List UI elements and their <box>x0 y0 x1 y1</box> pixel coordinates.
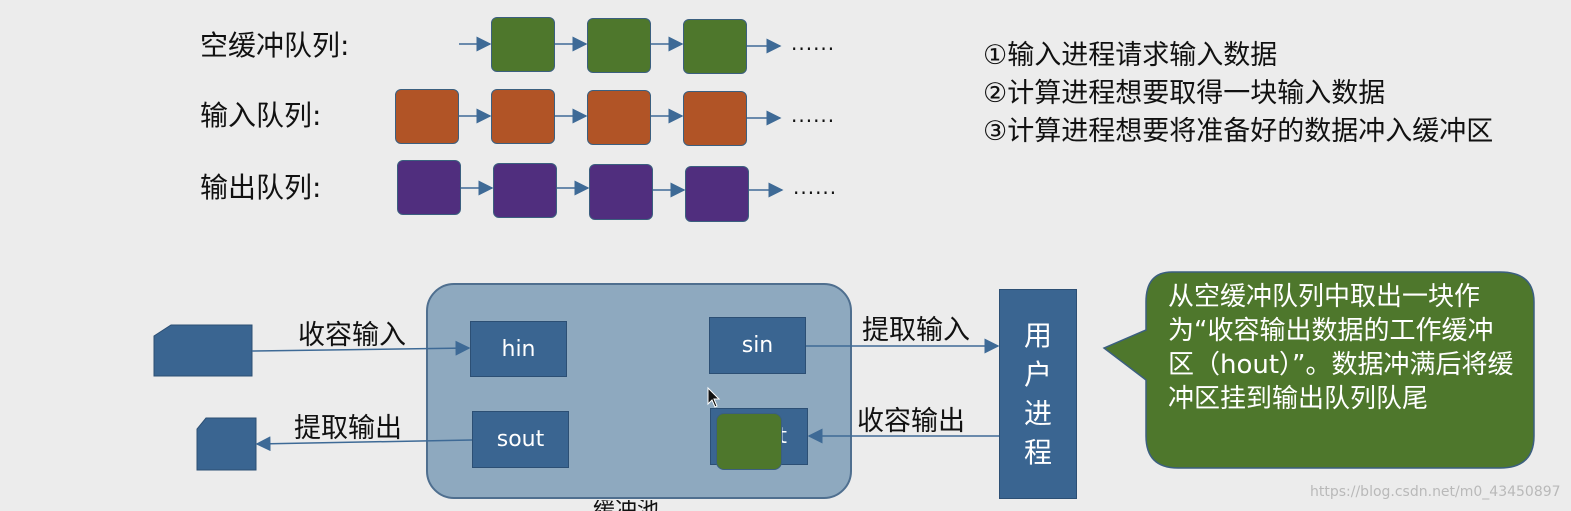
moving-empty-buffer <box>716 413 782 470</box>
note-line-2: ②计算进程想要取得一块输入数据 <box>983 78 1386 109</box>
input-buffer-block <box>587 90 651 145</box>
user-process-block: 用 户 进 程 <box>999 289 1077 499</box>
input-queue-label: 输入队列: <box>200 99 322 132</box>
callout-bubble <box>1102 271 1535 469</box>
input-buffer-block <box>491 89 555 144</box>
output-buffer-block <box>685 166 749 222</box>
note-line-1: ①输入进程请求输入数据 <box>983 40 1278 71</box>
output-buffer-block <box>589 164 653 220</box>
empty-buffer-block <box>587 18 651 73</box>
buffer-pool-caption: 缓冲池 <box>593 500 659 511</box>
output-device-shape <box>196 417 257 471</box>
watermark: https://blog.csdn.net/m0_43450897 <box>1310 484 1561 500</box>
input-buffer-block <box>683 91 747 146</box>
hin-buffer: hin <box>470 321 567 377</box>
note-line-3: ③计算进程想要将准备好的数据冲入缓冲区 <box>983 116 1494 147</box>
mouse-cursor-icon <box>707 386 721 408</box>
empty-buffer-block <box>683 19 747 74</box>
collect-input-label: 收容输入 <box>298 320 406 351</box>
sout-buffer: sout <box>472 411 569 468</box>
extract-output-label: 提取输出 <box>294 413 402 444</box>
empty-queue-label: 空缓冲队列: <box>200 29 350 62</box>
user-process-char: 用 <box>1023 319 1052 352</box>
empty-queue-ellipsis: ...... <box>791 31 836 55</box>
input-queue-ellipsis: ...... <box>791 103 836 127</box>
output-buffer-block <box>397 160 461 215</box>
callout-text: 从空缓冲队列中取出一块作为“收容输出数据的工作缓冲区（hout）”。数据冲满后将… <box>1168 282 1514 414</box>
user-process-char: 程 <box>1023 436 1052 469</box>
user-process-char: 进 <box>1023 397 1052 430</box>
extract-input-label: 提取输入 <box>862 315 970 346</box>
output-queue-label: 输出队列: <box>200 171 322 204</box>
collect-input-arrow <box>251 340 471 356</box>
input-buffer-block <box>395 89 459 144</box>
output-buffer-block <box>493 163 557 218</box>
empty-buffer-block <box>491 17 555 72</box>
input-device-shape <box>153 324 253 377</box>
collect-output-label: 收容输出 <box>857 406 965 437</box>
user-process-char: 户 <box>1023 358 1052 391</box>
sin-buffer: sin <box>709 317 806 374</box>
output-queue-ellipsis: ...... <box>793 175 838 199</box>
hout-buffer-label-partial: t <box>778 424 787 449</box>
extract-output-arrow <box>255 436 473 452</box>
